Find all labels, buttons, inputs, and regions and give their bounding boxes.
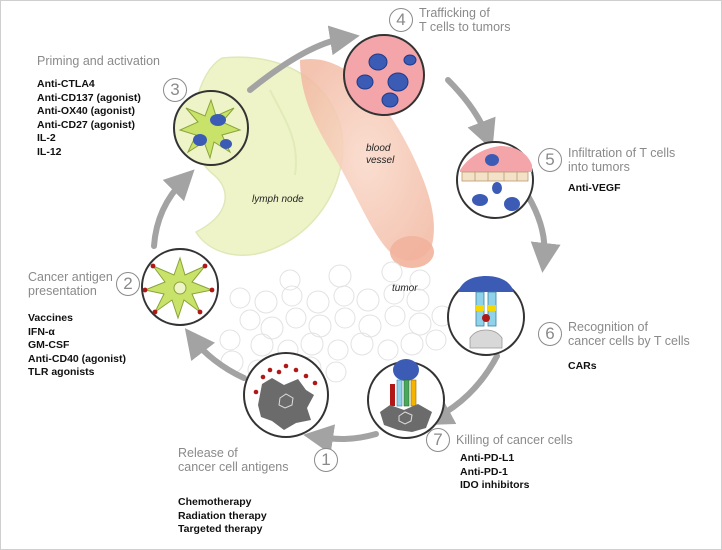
agent-anti-pd-l1: Anti-PD-L1 bbox=[460, 452, 515, 464]
step1-circle bbox=[243, 352, 329, 438]
agent-tlr-agonists: TLR agonists bbox=[28, 366, 95, 378]
step4-title-line2: T cells to tumors bbox=[419, 20, 511, 34]
cycle-arrows bbox=[151, 25, 561, 455]
step2-title-line1: Cancer antigen bbox=[28, 270, 113, 284]
agent-ifn-alpha: IFN-α bbox=[28, 325, 55, 338]
step1-header: Release of cancer cell antigens 1 bbox=[178, 446, 338, 474]
agent-ido-inhibitors: IDO inhibitors bbox=[460, 479, 530, 491]
step1-title-line1: Release of bbox=[178, 446, 238, 460]
agent-anti-vegf: Anti-VEGF bbox=[568, 182, 621, 194]
agent-targeted-therapy: Targeted therapy bbox=[178, 523, 263, 535]
agent-anti-cd137: Anti-CD137 (agonist) bbox=[37, 91, 141, 104]
agent-anti-cd27: Anti-CD27 (agonist) bbox=[37, 118, 135, 131]
arrow-5-to-6 bbox=[525, 193, 561, 273]
agent-chemotherapy: Chemotherapy bbox=[178, 496, 252, 508]
lymph-node-label: lymph node bbox=[252, 194, 304, 205]
step1-title-line2: cancer cell antigens bbox=[178, 460, 289, 474]
step3-title: Priming and activation bbox=[37, 54, 175, 68]
step3-circle bbox=[173, 90, 249, 166]
step5-number: 5 bbox=[538, 148, 562, 172]
step2-number: 2 bbox=[116, 272, 140, 296]
step2-circle bbox=[141, 248, 219, 326]
step4-header: 4 Trafficking of T cells to tumors bbox=[389, 6, 510, 34]
tumor-label: tumor bbox=[392, 283, 418, 294]
step5-header: 5 Infiltration of T cells into tumors bbox=[538, 146, 675, 174]
step5-circle bbox=[456, 141, 534, 219]
step7-header: 7 Killing of cancer cells bbox=[426, 428, 573, 452]
step1-agents: Chemotherapy Radiation therapy Targeted … bbox=[178, 496, 267, 537]
step6-title-line1: Recognition of bbox=[568, 320, 648, 334]
step2-header: Cancer antigen presentation 2 bbox=[28, 270, 140, 298]
step6-number: 6 bbox=[538, 322, 562, 346]
arrow-2-to-3 bbox=[151, 169, 195, 249]
blood-vessel-label: blood vessel bbox=[366, 143, 395, 166]
agent-anti-pd-1: Anti-PD-1 bbox=[460, 465, 508, 478]
arrow-7-to-1 bbox=[303, 424, 379, 455]
step5-agents: Anti-VEGF bbox=[568, 182, 621, 196]
agent-anti-ctla4: Anti-CTLA4 bbox=[37, 78, 95, 90]
agent-gm-csf: GM-CSF bbox=[28, 339, 70, 351]
step1-number: 1 bbox=[314, 448, 338, 472]
step6-title-line2: cancer cells by T cells bbox=[568, 334, 690, 348]
step3-agents: Anti-CTLA4 Anti-CD137 (agonist) Anti-OX4… bbox=[37, 78, 141, 159]
step6-circle bbox=[447, 276, 525, 356]
arrow-4-to-5 bbox=[445, 77, 496, 150]
blood-vessel-shape bbox=[300, 58, 434, 261]
step6-header: 6 Recognition of cancer cells by T cells bbox=[538, 320, 690, 348]
step5-title-line1: Infiltration of T cells bbox=[568, 146, 676, 160]
agent-il-12: IL-12 bbox=[37, 145, 62, 158]
arrow-1-to-2 bbox=[184, 328, 247, 381]
agent-anti-cd40: Anti-CD40 (agonist) bbox=[28, 352, 126, 365]
step7-agents: Anti-PD-L1 Anti-PD-1 IDO inhibitors bbox=[460, 452, 529, 493]
agent-cars: CARs bbox=[568, 360, 597, 372]
step7-number: 7 bbox=[426, 428, 450, 452]
arrow-6-to-7 bbox=[422, 353, 500, 426]
agent-il-2: IL-2 bbox=[37, 132, 56, 144]
step2-agents: Vaccines IFN-α GM-CSF Anti-CD40 (agonist… bbox=[28, 312, 126, 380]
step4-circle bbox=[343, 34, 425, 116]
step5-title-line2: into tumors bbox=[568, 160, 630, 174]
step6-agents: CARs bbox=[568, 360, 597, 374]
agent-vaccines: Vaccines bbox=[28, 312, 73, 324]
step4-number: 4 bbox=[389, 8, 413, 32]
step2-title-line2: presentation bbox=[28, 284, 97, 298]
step7-circle bbox=[367, 359, 445, 439]
step4-title-line1: Trafficking of bbox=[419, 6, 490, 20]
step3-title-text: Priming and activation bbox=[37, 54, 160, 68]
agent-radiation-therapy: Radiation therapy bbox=[178, 509, 267, 522]
arrow-3-to-4 bbox=[247, 25, 360, 93]
tumor-texture bbox=[219, 261, 453, 383]
step3-number: 3 bbox=[163, 78, 187, 102]
step7-title-text: Killing of cancer cells bbox=[456, 433, 573, 447]
agent-anti-ox40: Anti-OX40 (agonist) bbox=[37, 105, 136, 117]
